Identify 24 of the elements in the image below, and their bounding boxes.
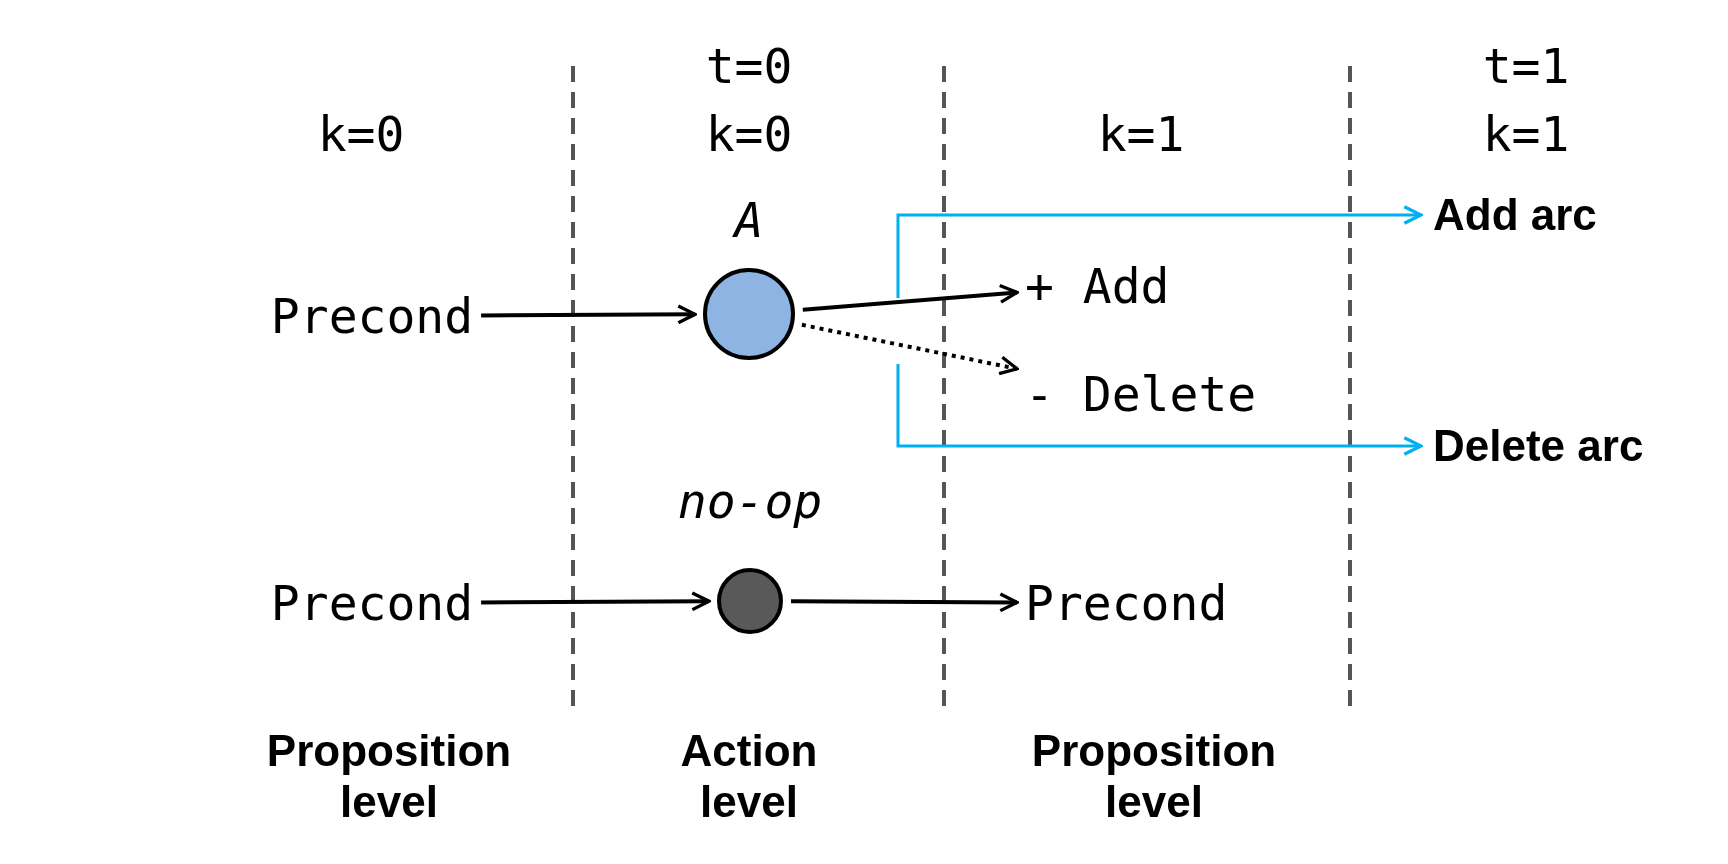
dotted-arrow: [801, 322, 1019, 376]
time-index: t=1: [1482, 42, 1570, 90]
proposition-label: Precond: [1025, 579, 1228, 627]
time-index: t=0: [705, 42, 793, 90]
level-title: Proposition level: [265, 726, 513, 828]
delete-effect-label: - Delete: [1025, 370, 1257, 418]
arrow: [481, 304, 697, 325]
level-title: Action level: [679, 726, 819, 828]
proposition-label: Precond: [270, 292, 474, 340]
proposition-label: Precond: [270, 579, 474, 627]
add-effect-label: + Add: [1025, 262, 1170, 310]
level-index: k=1: [1097, 110, 1185, 158]
leader-arrow: [896, 364, 1423, 456]
annotation-label: Delete arc: [1433, 420, 1644, 472]
leader-arrow: [896, 205, 1423, 298]
action-label: A: [734, 196, 764, 244]
level-title: Proposition level: [1030, 726, 1278, 828]
annotation-label: Add arc: [1433, 189, 1597, 241]
level-index: k=1: [1482, 110, 1570, 158]
arrow: [791, 592, 1019, 613]
level-index: k=0: [317, 110, 405, 158]
level-index: k=0: [705, 110, 793, 158]
arrow: [802, 283, 1019, 312]
arrow: [481, 591, 711, 612]
